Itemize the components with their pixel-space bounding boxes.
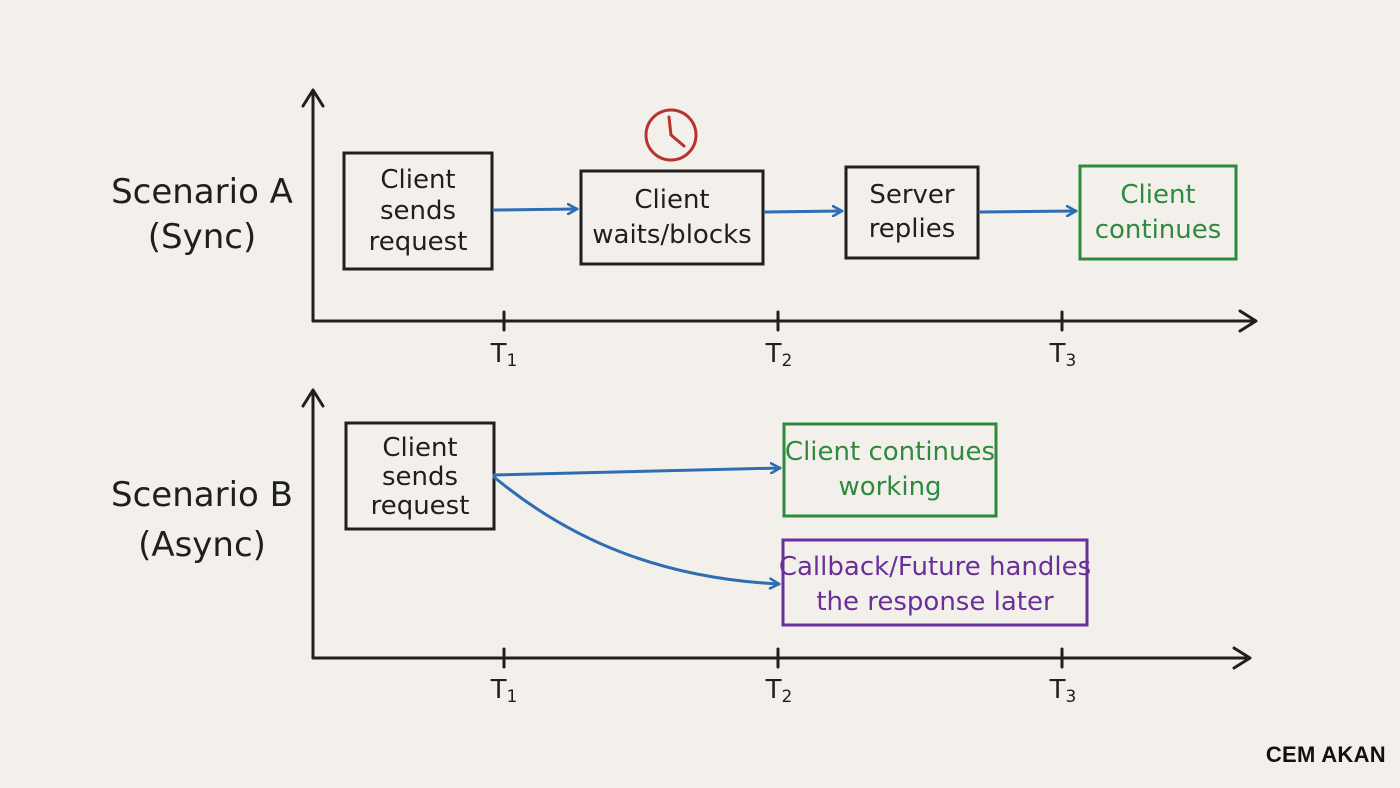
scenario-b-tick-label-t3: T3: [1049, 675, 1077, 707]
scenario-a-tick-label-t2: T2: [765, 339, 793, 371]
scenario-b-box-client-sends-request: Client sends request: [344, 421, 496, 531]
arrow-send-to-wait: [492, 209, 579, 210]
box-line: request: [369, 227, 468, 257]
scenario-a-box-client-waits: Client waits/blocks: [579, 169, 765, 266]
arrow-send-to-callback: [492, 475, 781, 584]
scenario-a-y-arrowhead: [301, 88, 325, 108]
scenario-b-box-client-continues-working: Client continues working: [782, 422, 998, 518]
box-line: the response later: [816, 587, 1054, 617]
arrow-send-to-continue: [492, 468, 782, 477]
scenario-a: Scenario A (Sync) T1 T2 T3 Client sends …: [111, 88, 1258, 371]
scenario-a-title: Scenario A: [111, 172, 293, 212]
scenario-b-y-arrowhead: [301, 388, 325, 408]
box-line: Client: [382, 433, 457, 463]
scenario-b-timeline-arrowhead: [1232, 646, 1252, 670]
scenario-b-box-callback-future: Callback/Future handles the response lat…: [779, 538, 1091, 627]
box-line: Client: [1120, 180, 1195, 210]
box-line: Client: [634, 185, 709, 215]
scenario-a-tick-label-t3: T3: [1049, 339, 1077, 371]
box-line: sends: [382, 462, 458, 492]
box-line: continues: [1095, 215, 1222, 245]
box-line: Callback/Future handles: [779, 552, 1091, 582]
arrow-server-to-continue: [978, 211, 1078, 212]
scenario-a-box-client-sends-request: Client sends request: [342, 151, 494, 271]
box-line: request: [371, 491, 470, 521]
scenario-a-box-server-replies: Server replies: [844, 165, 980, 260]
scenario-b-subtitle: (Async): [138, 525, 266, 565]
scenario-b-tick-label-t1: T1: [490, 675, 518, 707]
scenario-b-tick-label-t2: T2: [765, 675, 793, 707]
scenario-b-axes: [301, 388, 1252, 670]
box-line: Client continues: [785, 437, 995, 467]
scenario-a-timeline-arrowhead: [1238, 309, 1258, 333]
box-line: sends: [380, 196, 456, 226]
watermark-author: CEM AKAN: [1265, 742, 1386, 767]
scenario-a-subtitle: (Sync): [148, 217, 256, 257]
scenario-a-box-client-continues: Client continues: [1078, 164, 1238, 261]
scenario-b: Scenario B (Async) T1 T2 T3 Client sends…: [111, 388, 1252, 707]
box-line: working: [838, 472, 941, 502]
box-line: waits/blocks: [592, 220, 751, 250]
scenario-a-tick-label-t1: T1: [490, 339, 518, 371]
box-line: Server: [869, 180, 955, 210]
scenario-b-title: Scenario B: [111, 475, 293, 515]
arrow-wait-to-server: [763, 211, 844, 212]
box-line: Client: [380, 165, 455, 195]
scenario-a-axes: [301, 88, 1258, 333]
box-line: replies: [869, 214, 956, 244]
clock-icon: [644, 108, 698, 162]
